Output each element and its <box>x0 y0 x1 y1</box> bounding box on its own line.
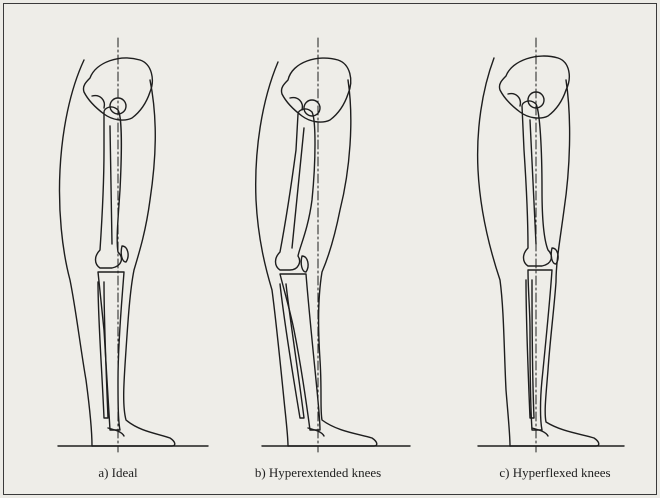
panel-hyperextended <box>256 38 410 452</box>
tibia <box>98 272 124 430</box>
femur <box>522 101 551 266</box>
ankle <box>308 428 324 436</box>
patella <box>301 256 308 272</box>
leg-outline-back <box>59 60 92 446</box>
patella <box>551 248 558 264</box>
pelvis <box>281 58 350 122</box>
caption-ideal: a) Ideal <box>98 465 137 481</box>
ankle <box>108 428 124 436</box>
tibia <box>280 274 320 430</box>
panel-hyperflexed <box>478 38 624 452</box>
pelvis <box>499 56 569 118</box>
femur-inner <box>530 120 536 244</box>
femur-inner <box>292 128 304 248</box>
leg-outline-back <box>478 58 510 446</box>
ankle <box>532 428 548 436</box>
femur <box>96 107 122 268</box>
femur-inner <box>110 126 112 244</box>
caption-hyperflexed: c) Hyperflexed knees <box>499 465 610 481</box>
femur <box>276 109 316 270</box>
caption-hyperextended: b) Hyperextended knees <box>255 465 381 481</box>
fibula <box>98 282 108 418</box>
panel-ideal <box>58 38 208 452</box>
leg-outline-back <box>256 62 288 446</box>
patella <box>121 246 128 262</box>
